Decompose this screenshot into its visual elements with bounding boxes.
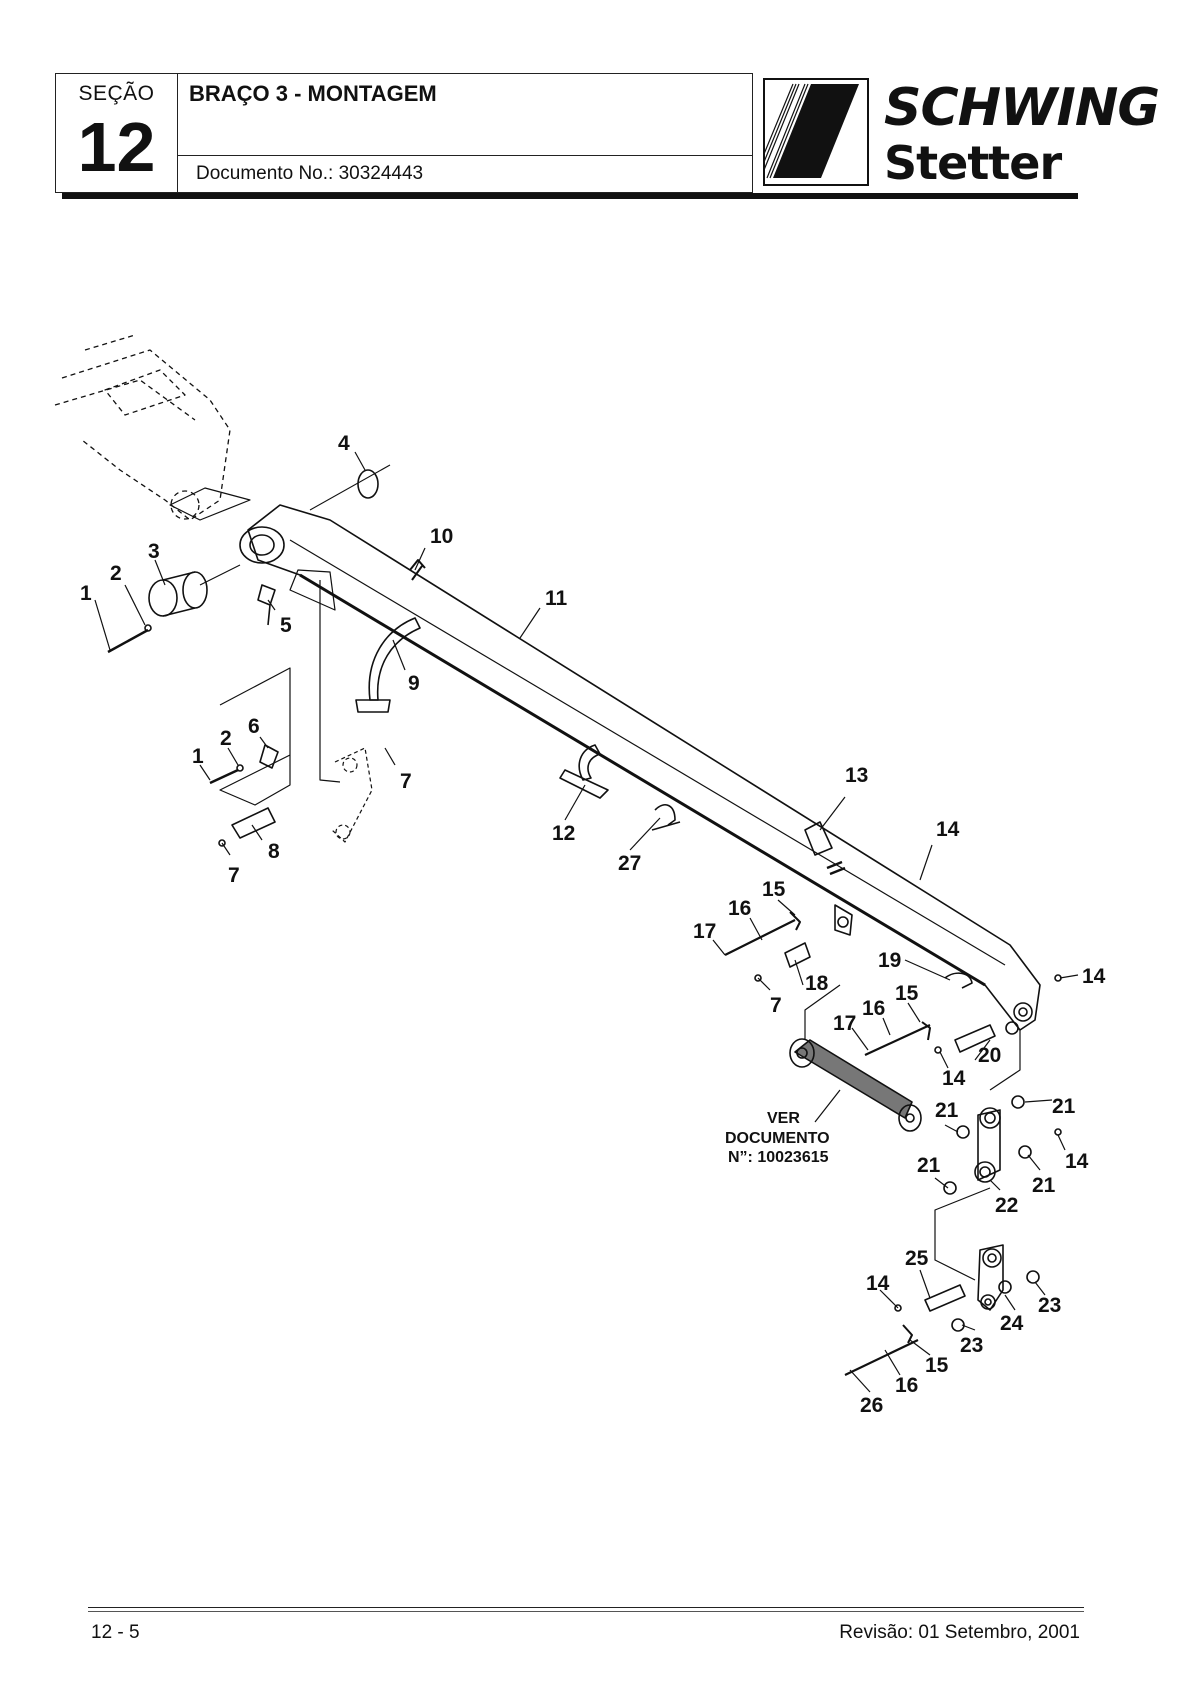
reference-note-line3: N”: 10023615 [728,1149,829,1166]
callout-21d: 21 [1032,1174,1056,1197]
callout-13: 13 [845,764,868,787]
callout-22: 22 [995,1194,1018,1217]
callout-15b: 15 [895,982,919,1005]
callout-4: 4 [338,432,350,455]
page-number: 12 - 5 [91,1622,140,1643]
callout-1: 1 [80,582,92,605]
leader-lines [94,451,1079,1393]
schwing-logo-mark-icon [763,78,869,186]
part-23-bushing [1026,1270,1040,1284]
callout-11: 11 [545,587,568,610]
callout-15c: 15 [925,1354,949,1377]
part-10-clip [409,559,426,581]
part-24-bracket [977,1244,1012,1311]
part-4-seal-ring [357,469,379,499]
callout-7b: 7 [228,864,240,887]
callout-16b: 16 [862,997,885,1020]
callout-19: 19 [878,949,901,972]
callout-14e: 14 [866,1272,890,1295]
part-22-link [974,1107,1001,1183]
callout-21c: 21 [917,1154,941,1177]
part-21-bushing [943,1181,957,1195]
section-box: SEÇÃO 12 [56,74,178,192]
callout-16: 16 [728,897,751,920]
callout-5: 5 [280,614,292,637]
part-1-bolt-top [107,624,152,654]
footer-rule-secondary [88,1611,1084,1612]
part-27-clamp [651,804,681,831]
callout-24: 24 [1000,1312,1024,1335]
callout-26: 26 [860,1394,883,1417]
callout-14b: 14 [1082,965,1106,988]
callout-17b: 17 [833,1012,856,1035]
page-title: BRAÇO 3 - MONTAGEM [189,81,437,106]
part-26-bolt [844,1339,919,1376]
callout-18: 18 [805,972,829,995]
callout-6: 6 [248,715,260,738]
part-12-clamp [559,744,609,799]
part-21-bushing [956,1125,970,1139]
boom-2-phantom [54,334,231,521]
callout-21: 21 [935,1099,959,1122]
callout-12: 12 [552,822,575,845]
link-assembly-phantom [331,747,373,843]
part-23-bushing [951,1318,965,1332]
header-rule [62,193,1078,199]
callout-14: 14 [936,818,960,841]
callout-8: 8 [268,840,280,863]
part-19-pipe [944,972,973,989]
logo-text-stetter: Stetter [884,136,1062,190]
callout-10: 10 [430,525,453,548]
callout-numbers: 1 2 3 4 5 1 2 6 7 8 7 9 10 11 12 27 13 1… [80,432,1106,1417]
callout-14c: 14 [942,1067,966,1090]
footer-rule [88,1607,1084,1608]
callout-2b: 2 [220,727,232,750]
section-label: SEÇÃO [78,82,155,105]
callout-14d: 14 [1065,1150,1089,1173]
reference-note-line1: VER [767,1110,800,1127]
title-row: BRAÇO 3 - MONTAGEM [178,74,752,156]
callout-2: 2 [110,562,122,585]
callout-17: 17 [693,920,716,943]
part-9-hose-guide [355,617,421,713]
callout-15: 15 [762,878,786,901]
title-block: SEÇÃO 12 BRAÇO 3 - MONTAGEM Documento No… [55,73,753,193]
revision-date: Revisão: 01 Setembro, 2001 [839,1622,1080,1643]
part-20-pin [954,1024,996,1053]
part-21-bushing [1011,1095,1025,1109]
document-number: Documento No.: 30324443 [196,163,424,184]
callout-16c: 16 [895,1374,918,1397]
part-25-pin [924,1284,966,1312]
part-8-pin [231,807,276,839]
callout-23b: 23 [960,1334,983,1357]
callout-7c: 7 [770,994,782,1017]
callout-27: 27 [618,852,641,875]
callout-1b: 1 [192,745,204,768]
callout-21b: 21 [1052,1095,1076,1118]
part-5-bracket [257,584,276,626]
callout-23: 23 [1038,1294,1061,1317]
boom-2-plate [169,487,251,521]
section-number: 12 [77,108,156,186]
callout-25: 25 [905,1247,929,1270]
hydraulic-cylinder [789,1038,922,1132]
part-21-bushing [1018,1145,1032,1159]
logo-text-schwing: SCHWING [884,78,1160,138]
callout-3: 3 [148,540,160,563]
part-18-pin [784,942,811,968]
callout-7: 7 [400,770,412,793]
boom-arm [239,504,1041,1035]
part-3-bushing [148,564,241,617]
callout-20: 20 [978,1044,1001,1067]
callout-9: 9 [408,672,420,695]
reference-note-line2: DOCUMENTO [725,1130,830,1147]
